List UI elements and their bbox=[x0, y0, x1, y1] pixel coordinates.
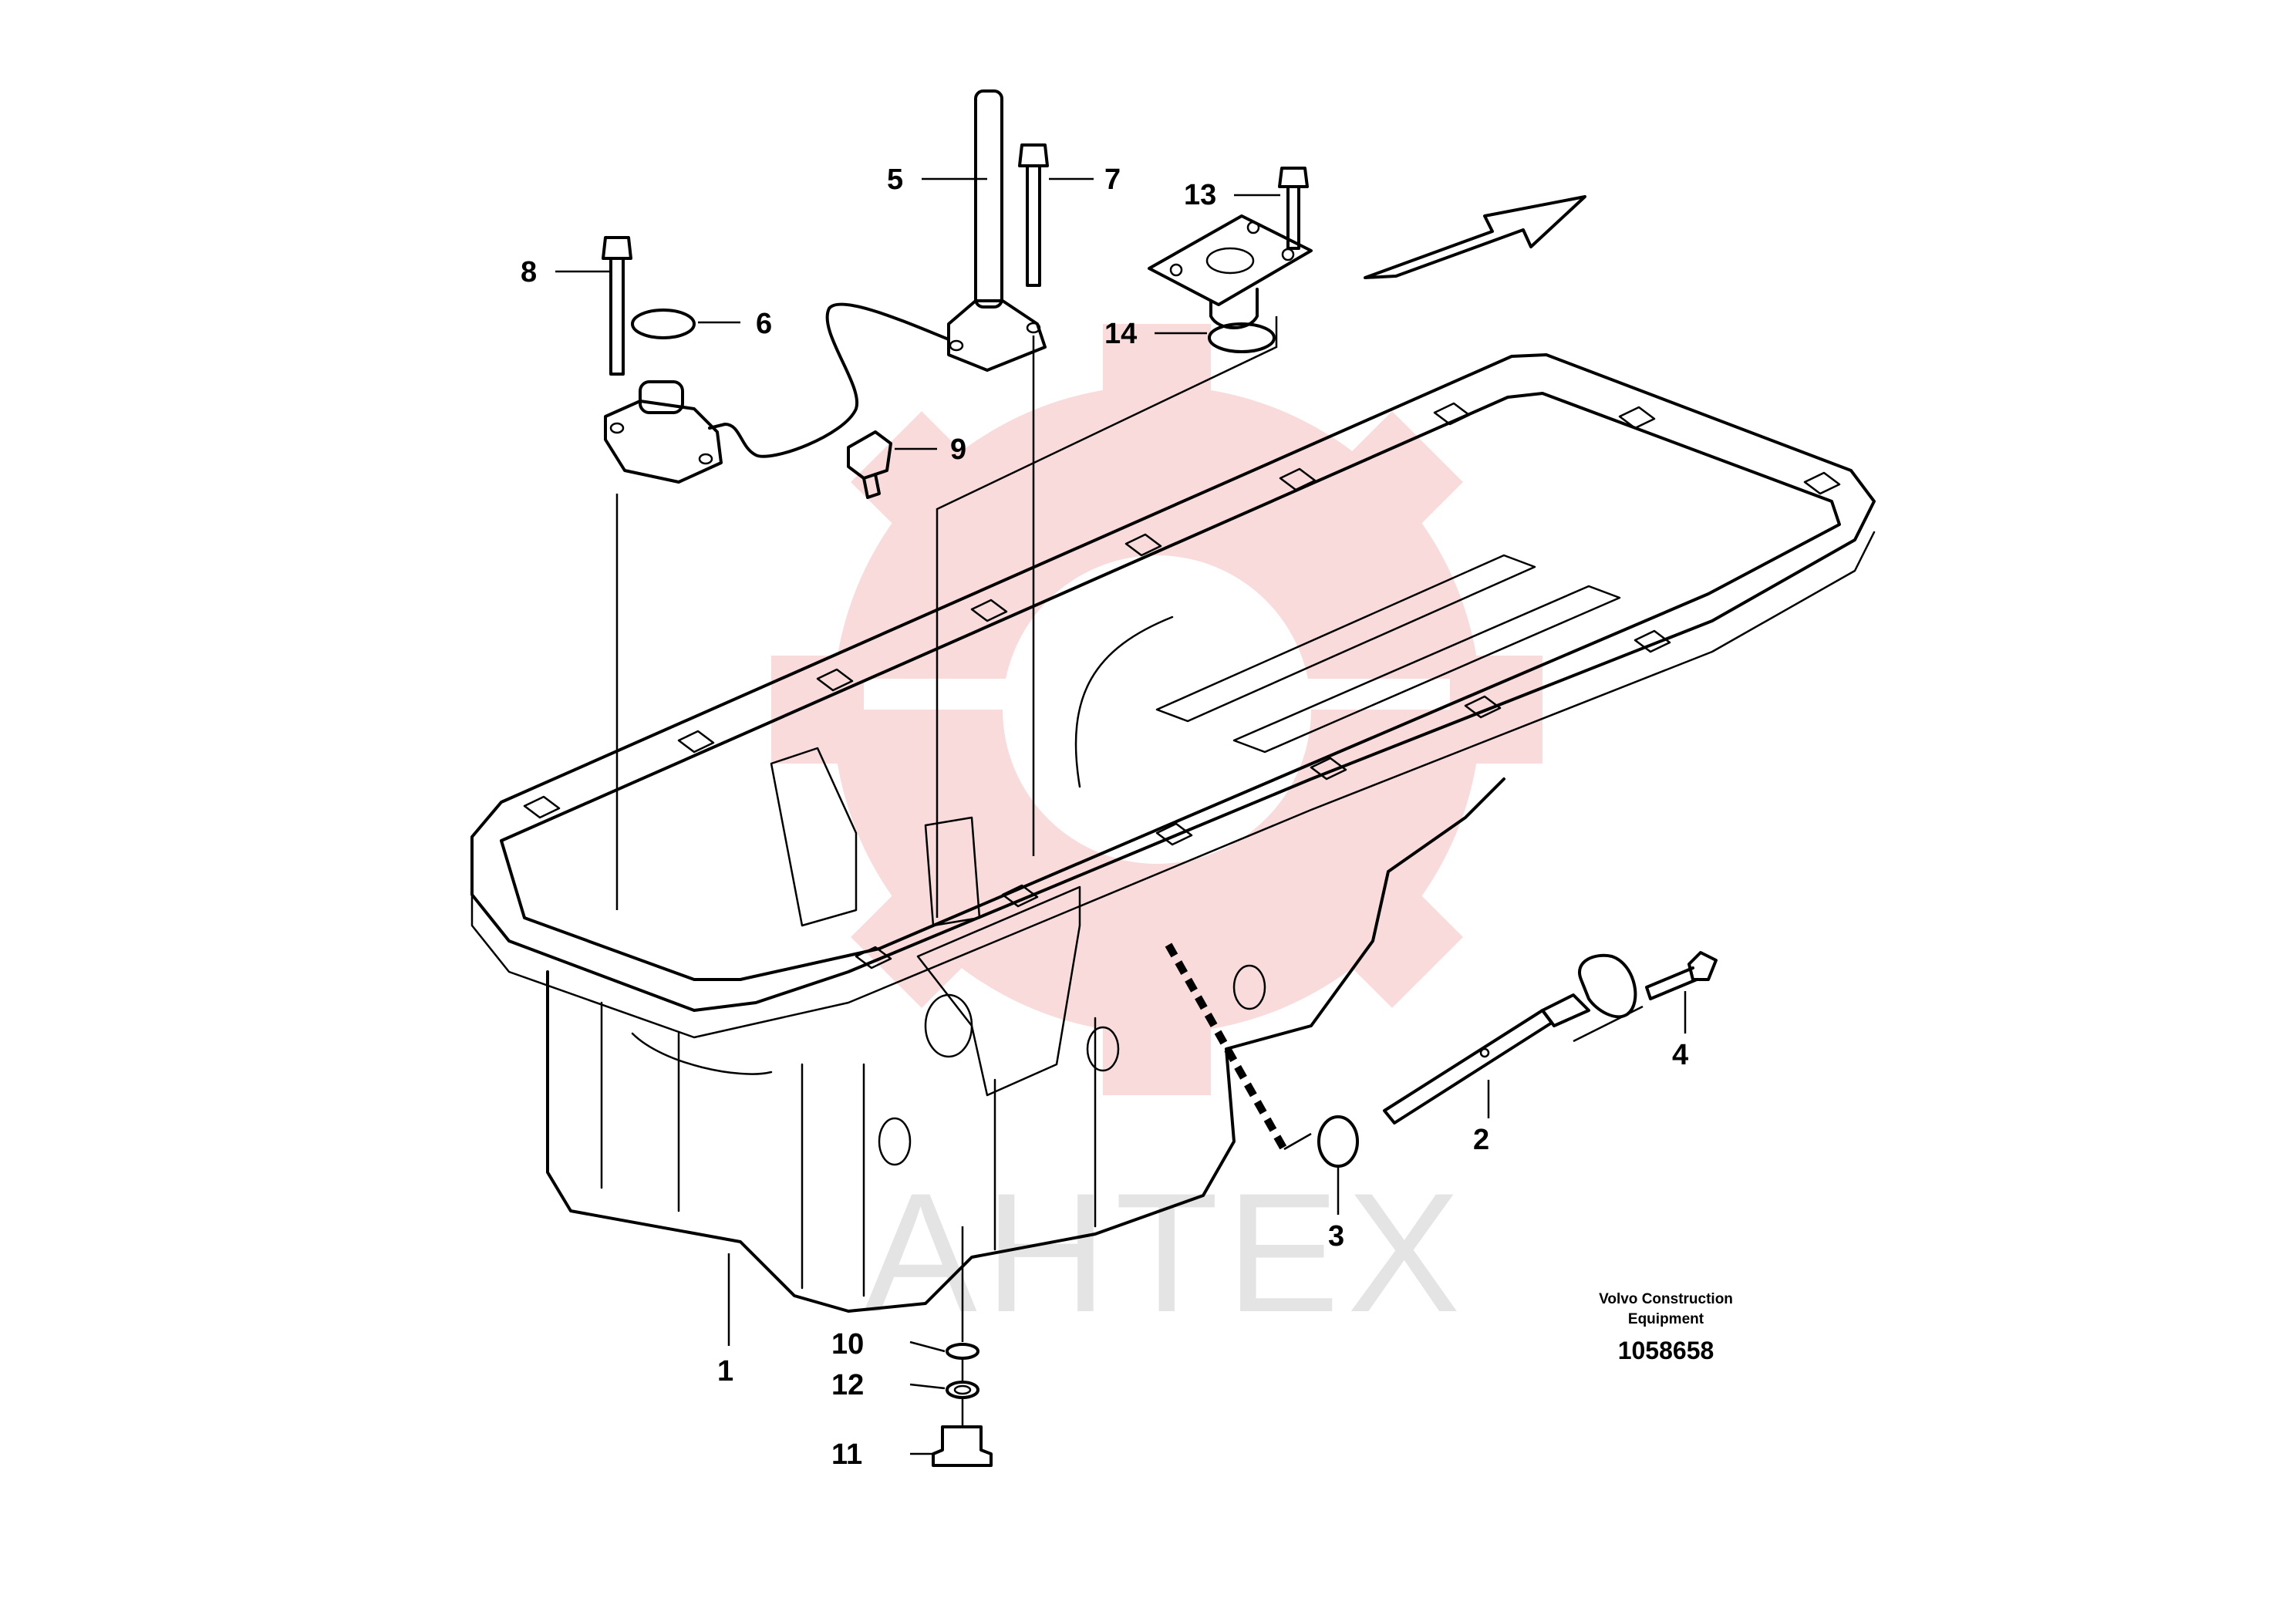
callout-10: 10 bbox=[831, 1328, 864, 1361]
oil-level-sensor bbox=[604, 380, 723, 484]
callout-11: 11 bbox=[831, 1438, 862, 1471]
callout-9: 9 bbox=[950, 433, 966, 466]
caption-line-1: Volvo Construction bbox=[1599, 1291, 1733, 1307]
drain-washer-10 bbox=[946, 1343, 979, 1360]
bolt-7 bbox=[1018, 143, 1049, 287]
bolt-8 bbox=[602, 236, 632, 376]
oil-pan bbox=[470, 353, 1876, 1313]
dipstick bbox=[1383, 953, 1637, 1125]
callout-6: 6 bbox=[756, 308, 772, 340]
callout-12: 12 bbox=[831, 1369, 864, 1401]
callout-5: 5 bbox=[887, 164, 903, 196]
callout-1: 1 bbox=[717, 1355, 733, 1388]
caption-number: 1058658 bbox=[1618, 1337, 1714, 1364]
bolt-13 bbox=[1278, 167, 1309, 250]
watermark-text: AHTEX bbox=[864, 1158, 1468, 1347]
o-ring-6 bbox=[631, 309, 696, 339]
leader-lines bbox=[555, 177, 1687, 1455]
caption-line-2: Equipment bbox=[1628, 1311, 1704, 1327]
callout-4: 4 bbox=[1672, 1039, 1688, 1071]
assembly-lines bbox=[615, 316, 1644, 1427]
sensor-wire bbox=[708, 302, 950, 458]
o-ring-14 bbox=[1208, 322, 1276, 353]
callout-7: 7 bbox=[1104, 164, 1121, 196]
drain-plug-11 bbox=[932, 1425, 993, 1467]
callout-2: 2 bbox=[1473, 1124, 1489, 1156]
callout-13: 13 bbox=[1184, 179, 1216, 211]
drain-washer-12 bbox=[946, 1381, 979, 1399]
clip-9 bbox=[847, 430, 892, 499]
direction-arrow-icon bbox=[1364, 195, 1586, 279]
bolt-4 bbox=[1645, 951, 1718, 1000]
callout-3: 3 bbox=[1328, 1220, 1344, 1253]
dipstick-tube bbox=[947, 89, 1047, 372]
callout-14: 14 bbox=[1104, 318, 1137, 350]
callout-8: 8 bbox=[521, 256, 537, 288]
